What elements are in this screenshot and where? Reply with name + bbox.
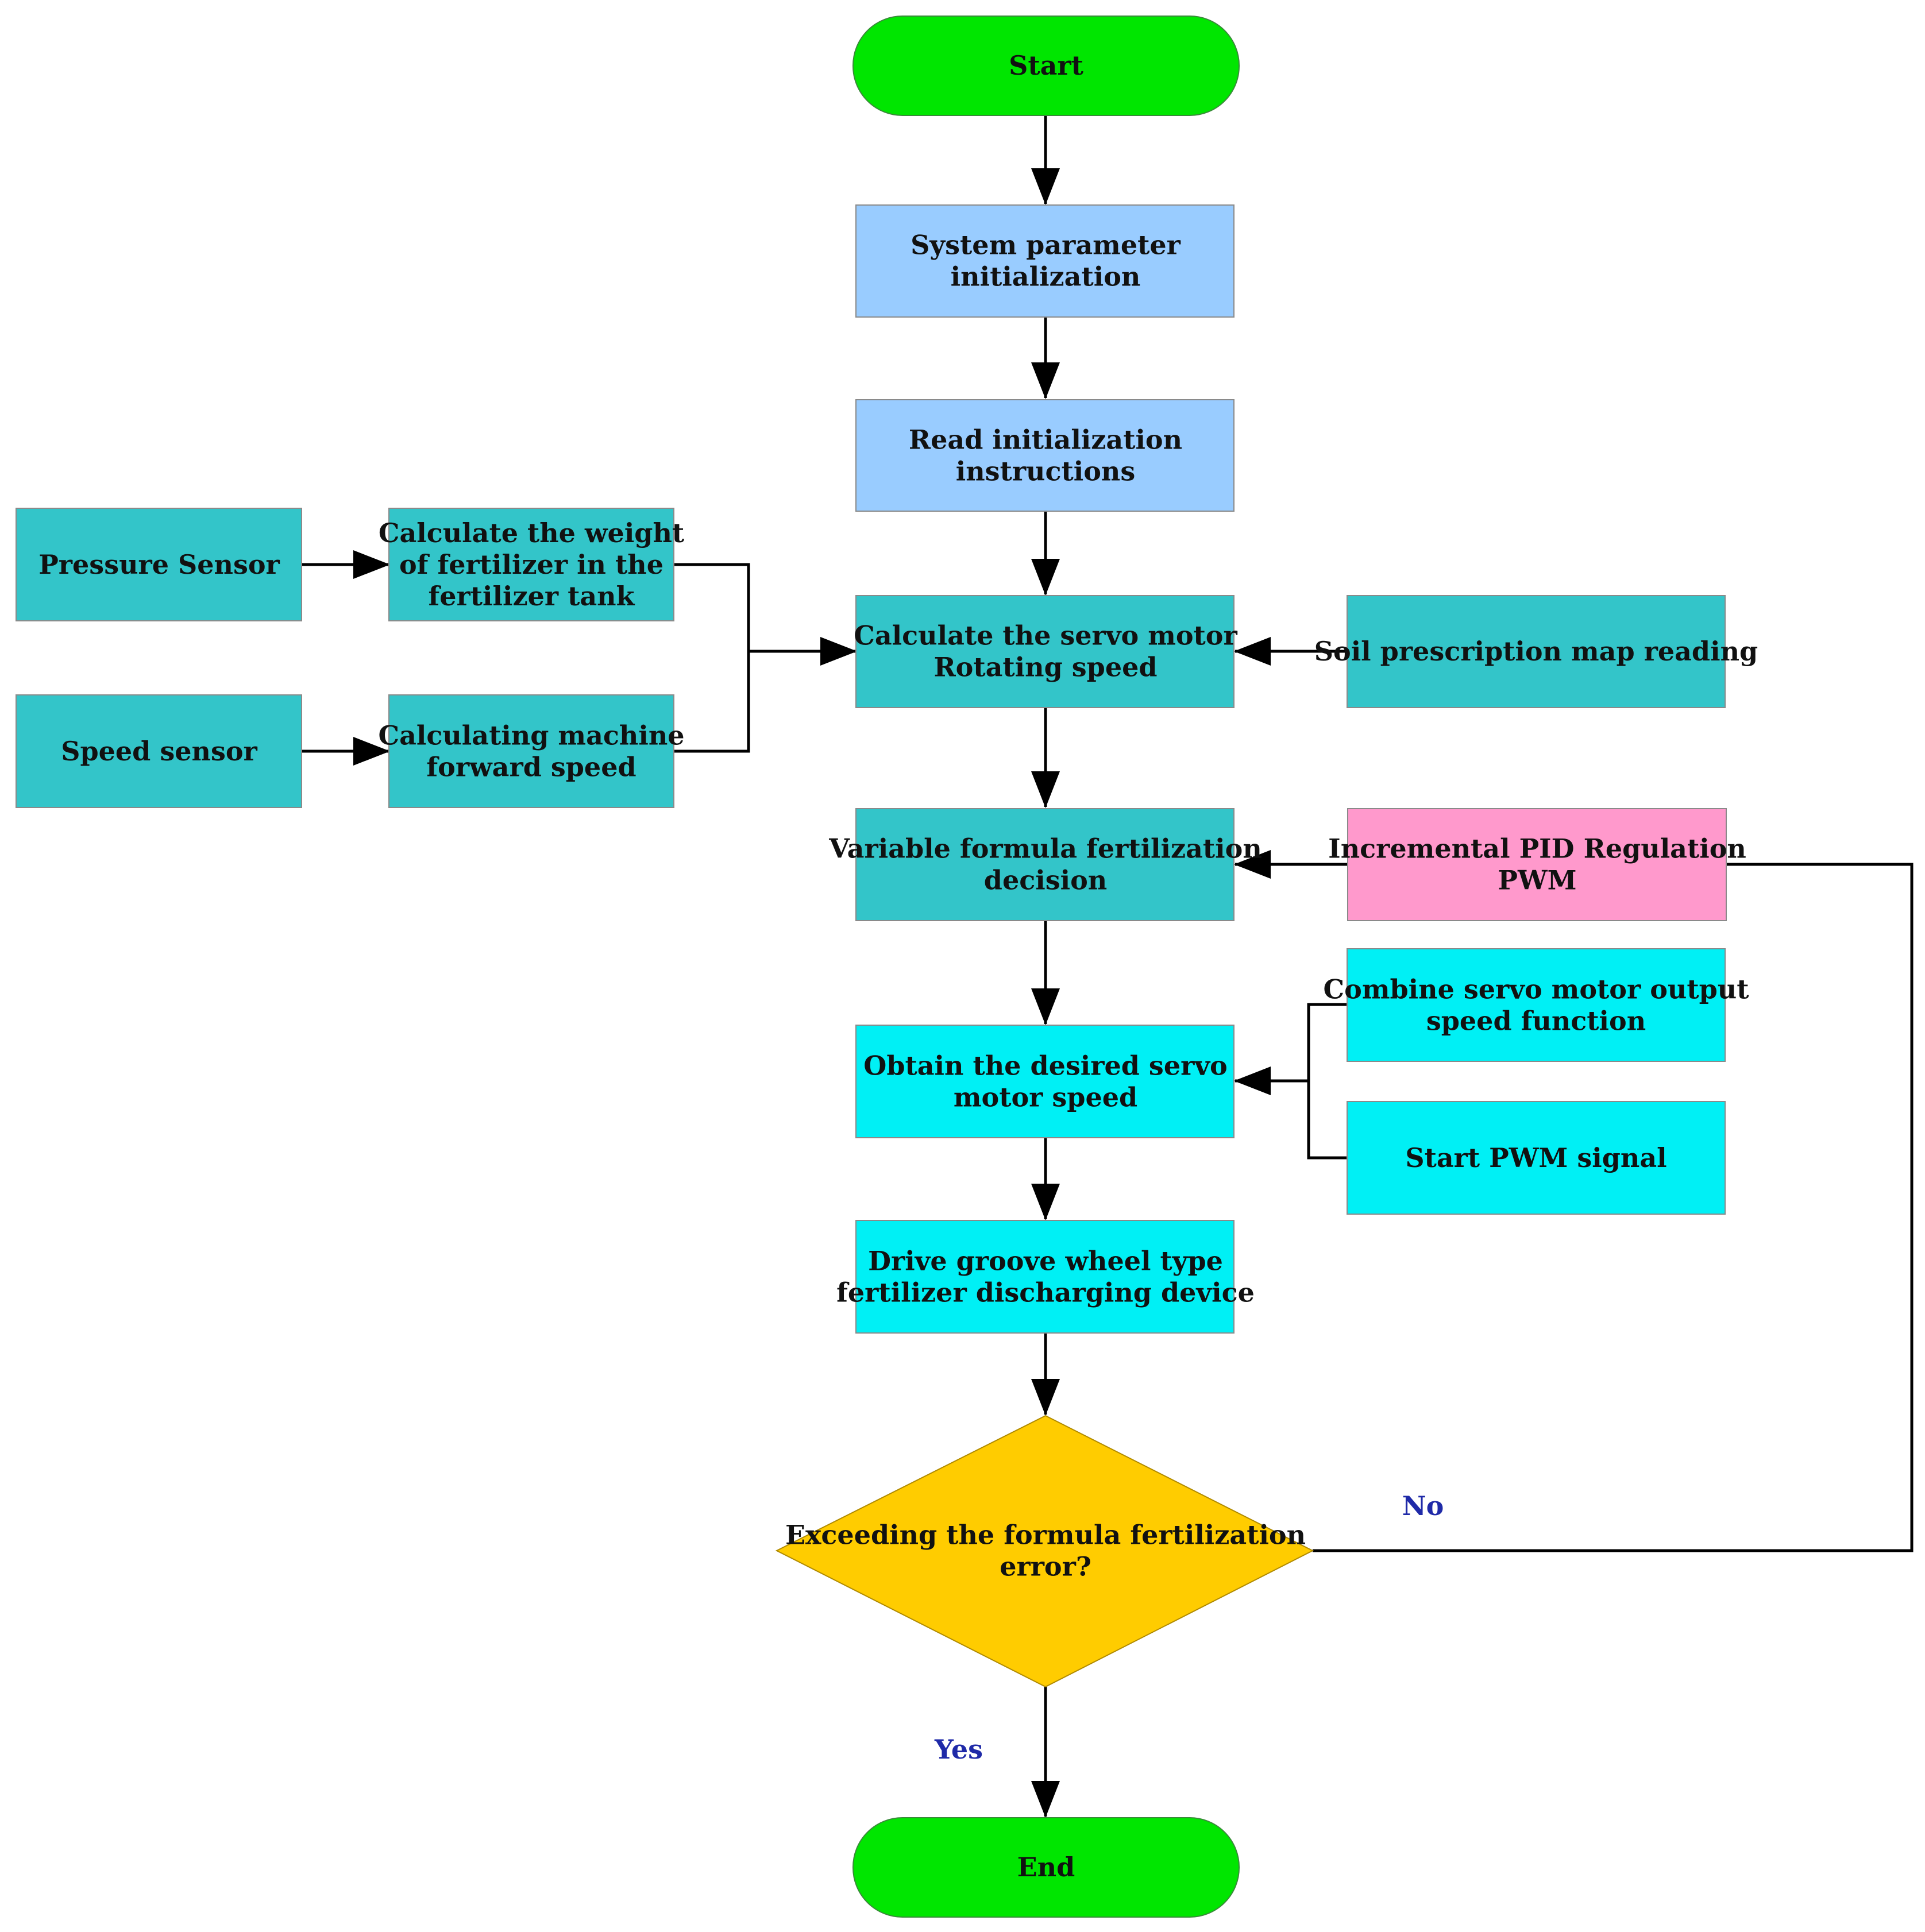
- edge-combine-start-merge: [1307, 1003, 1347, 1160]
- node-label-line: System parameter: [911, 230, 1181, 261]
- node-label: Speed sensor: [61, 736, 257, 767]
- edges: [302, 116, 1914, 1818]
- node-shape: [1347, 948, 1726, 1062]
- node-pressure-sensor: Pressure Sensor: [16, 508, 302, 621]
- node-soil-prescription-map: Soil prescription map reading: [1314, 595, 1758, 708]
- node-label-line: Pressure Sensor: [38, 549, 280, 580]
- edge-decision-no-to-pid: [1313, 863, 1914, 1552]
- node-label-line: Incremental PID Regulation: [1328, 833, 1746, 864]
- node-shape: [855, 808, 1235, 921]
- node-label-line: PWM: [1498, 865, 1576, 896]
- node-label-line: forward speed: [426, 752, 636, 783]
- node-label: Start: [1009, 50, 1084, 81]
- node-label-line: Start: [1009, 50, 1084, 81]
- node-label: End: [1017, 1852, 1075, 1883]
- node-start: Start: [852, 16, 1240, 116]
- node-shape: [1347, 808, 1727, 921]
- node-shape: [1347, 1101, 1726, 1215]
- node-label-line: Start PWM signal: [1405, 1142, 1666, 1173]
- edge-label-no: No: [1402, 1490, 1444, 1521]
- node-label-line: Speed sensor: [61, 736, 257, 767]
- node-label-line: error?: [1000, 1551, 1091, 1582]
- node-label-line: End: [1017, 1852, 1075, 1883]
- node-label-line: fertilizer tank: [429, 581, 635, 612]
- node-label-line: instructions: [956, 456, 1136, 487]
- node-label-line: Drive groove wheel type: [868, 1246, 1223, 1277]
- node-shape: [775, 1415, 1314, 1688]
- node-label-line: Obtain the desired servo: [863, 1050, 1228, 1081]
- node-label-line: Soil prescription map reading: [1314, 636, 1758, 667]
- node-shape: [1347, 595, 1726, 708]
- node-label-line: Rotating speed: [933, 652, 1157, 683]
- node-shape: [855, 1220, 1235, 1334]
- node-shape: [852, 1817, 1240, 1918]
- node-shape: [388, 694, 674, 808]
- node-label-line: decision: [984, 865, 1107, 896]
- node-start-pwm-signal: Start PWM signal: [1347, 1101, 1726, 1215]
- node-label: Pressure Sensor: [38, 549, 280, 580]
- node-shape: [388, 508, 674, 621]
- node-label-line: motor speed: [954, 1082, 1137, 1113]
- node-shape: [855, 1025, 1235, 1138]
- node-label: Soil prescription map reading: [1314, 636, 1758, 667]
- node-label-line: Calculating machine: [378, 720, 684, 751]
- node-label-line: of fertilizer in the: [399, 549, 663, 580]
- node-shape: [855, 204, 1235, 318]
- node-label-line: Calculate the weight: [379, 517, 685, 548]
- node-label-line: Variable formula fertilization: [828, 833, 1262, 864]
- edge-weight-merge: [674, 563, 750, 753]
- node-shape: [16, 694, 302, 808]
- node-label-line: initialization: [951, 261, 1141, 292]
- node-label-line: Combine servo motor output: [1324, 974, 1750, 1005]
- node-label-line: fertilizer discharging device: [836, 1277, 1255, 1308]
- node-shape: [855, 399, 1235, 512]
- node-shape: [16, 508, 302, 621]
- edge-label-yes: Yes: [934, 1734, 983, 1765]
- node-speed-sensor: Speed sensor: [16, 694, 302, 808]
- node-label-line: speed function: [1426, 1006, 1646, 1037]
- node-label-line: Exceeding the formula fertilization: [785, 1520, 1306, 1551]
- node-end: End: [852, 1817, 1240, 1918]
- node-label-line: Read initialization: [909, 424, 1182, 455]
- node-label: Start PWM signal: [1405, 1142, 1666, 1173]
- node-shape: [852, 16, 1240, 116]
- node-shape: [855, 595, 1235, 708]
- node-label-line: Calculate the servo motor: [854, 620, 1237, 651]
